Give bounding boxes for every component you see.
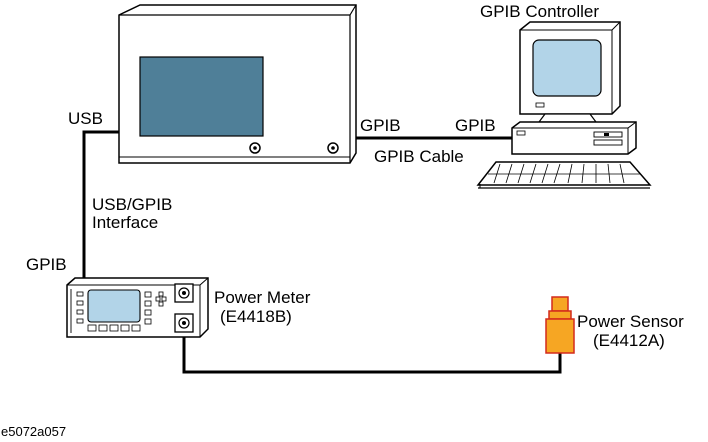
gpib-computer-label: GPIB [455,116,496,135]
keyboard [476,161,652,186]
gpib-controller-label: GPIB Controller [480,2,599,21]
power-meter-label-line2: (E4418B) [220,307,292,326]
power-sensor-label-line1: Power Sensor [577,312,684,331]
usb-gpib-interface-label-line1: USB/GPIB [92,195,172,214]
power-sensor [545,296,575,354]
sensor-cable [182,330,562,374]
network-analyzer [118,4,357,164]
figure-id-label: e5072a057 [1,424,66,439]
monitor-screen [532,39,602,97]
power-sensor-label-line2: (E4412A) [593,331,665,350]
analyzer-screen [139,56,264,137]
gpib-analyzer-label: GPIB [360,116,401,135]
usb-gpib-cable [82,130,119,278]
power-meter-label-line1: Power Meter [214,288,311,307]
usb-gpib-interface-label-line2: Interface [92,213,158,232]
gpib-meter-label: GPIB [26,255,67,274]
meter-display [87,289,141,323]
usb-label: USB [68,109,103,128]
gpib-controller-computer [476,21,652,189]
gpib-cable-label: GPIB Cable [374,147,464,166]
power-meter [66,277,209,338]
